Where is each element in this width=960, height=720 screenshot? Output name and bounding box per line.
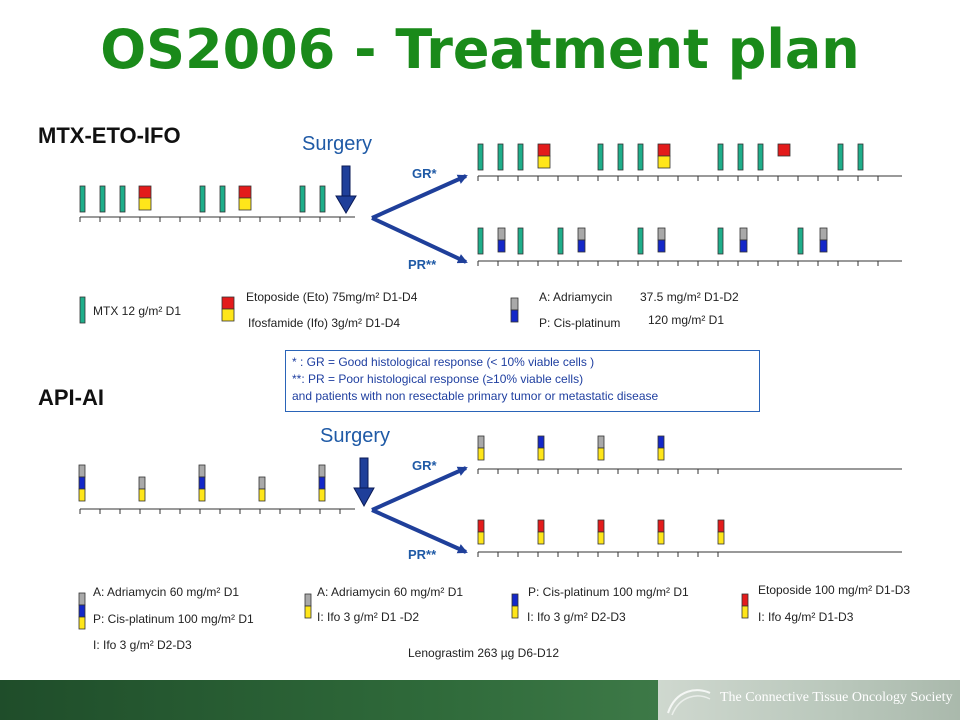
api-preop-timeline bbox=[78, 464, 355, 514]
mtx-gr-timeline bbox=[477, 143, 902, 181]
legend-mtx-text: MTX 12 g/m² D1 bbox=[93, 304, 182, 318]
response-definition-note: * : GR = Good histological response (< 1… bbox=[285, 350, 760, 412]
legend-adria-dose: 37.5 mg/m² D1-D2 bbox=[640, 290, 739, 304]
eto-block bbox=[238, 185, 252, 199]
legend-cis-dose: 120 mg/m² D1 bbox=[648, 313, 725, 327]
note-line-extra: and patients with non resectable primary… bbox=[292, 389, 659, 403]
mtx-gr-label: GR* bbox=[412, 166, 437, 181]
api-gr-timeline bbox=[477, 435, 902, 474]
legend-adria-text: A: Adriamycin bbox=[539, 290, 613, 304]
legend-eto-text: Etoposide (Eto) 75mg/m² D1-D4 bbox=[246, 290, 418, 304]
treatment-diagram bbox=[78, 143, 902, 630]
mtx-gr-arrow bbox=[371, 174, 468, 220]
legend-pi-p: P: Cis-platinum 100 mg/m² D1 bbox=[528, 585, 689, 599]
legend-api-a: A: Adriamycin 60 mg/m² D1 bbox=[93, 585, 240, 599]
legend-cis-swatch bbox=[510, 309, 519, 323]
legend-pi-i: I: Ifo 3 g/m² D2-D3 bbox=[527, 610, 626, 624]
api-surgery-label: Surgery bbox=[320, 425, 391, 447]
legend-ifo-text: Ifosfamide (Ifo) 3g/m² D1-D4 bbox=[248, 316, 401, 330]
api-pr-arrow bbox=[371, 508, 468, 554]
mtx-pr-timeline bbox=[477, 227, 902, 266]
mtx-section-title: MTX-ETO-IFO bbox=[38, 123, 181, 148]
mtx-legend-swatches bbox=[79, 296, 519, 324]
api-pr-timeline bbox=[477, 519, 902, 557]
footer-logo-panel bbox=[658, 680, 960, 720]
legend-api-i: I: Ifo 3 g/m² D2-D3 bbox=[93, 638, 192, 652]
legend-lenograstim: Lenograstim 263 µg D6-D12 bbox=[408, 646, 559, 660]
note-line-pr: **: PR = Poor histological response (≥10… bbox=[292, 372, 584, 386]
api-gr-arrow bbox=[371, 466, 468, 512]
mtx-block bbox=[119, 185, 126, 213]
society-logo-icon bbox=[667, 689, 711, 716]
legend-api-p: P: Cis-platinum 100 mg/m² D1 bbox=[93, 612, 254, 626]
api-pr-label: PR** bbox=[408, 547, 437, 562]
legend-eto-swatch bbox=[221, 296, 235, 310]
ifo-block bbox=[238, 197, 252, 211]
mtx-block bbox=[219, 185, 226, 213]
legend-mtx-swatch bbox=[79, 296, 86, 324]
mtx-block bbox=[199, 185, 206, 213]
mtx-block bbox=[299, 185, 306, 213]
api-gr-label: GR* bbox=[412, 458, 437, 473]
note-line-gr: * : GR = Good histological response (< 1… bbox=[292, 355, 595, 369]
api-legend-swatches bbox=[78, 592, 749, 630]
legend-ei-i: I: Ifo 4g/m² D1-D3 bbox=[758, 610, 854, 624]
mtx-surgery-label: Surgery bbox=[302, 133, 373, 155]
api-surgery-arrow bbox=[353, 457, 375, 508]
mtx-block bbox=[319, 185, 326, 213]
mtx-pr-label: PR** bbox=[408, 257, 437, 272]
mtx-block bbox=[99, 185, 106, 213]
legend-ai-i: I: Ifo 3 g/m² D1 -D2 bbox=[317, 610, 420, 624]
footer-society-name: The Connective Tissue Oncology Society bbox=[720, 690, 953, 705]
api-section-title: API-AI bbox=[38, 385, 104, 410]
legend-adria-swatch bbox=[510, 297, 519, 311]
mtx-preop-timeline bbox=[79, 185, 355, 222]
legend-ifo-swatch bbox=[221, 308, 235, 322]
eto-block bbox=[138, 185, 152, 199]
page-title: OS2006 - Treatment plan bbox=[100, 18, 860, 81]
legend-cis-text: P: Cis-platinum bbox=[539, 316, 621, 330]
mtx-surgery-arrow bbox=[335, 165, 357, 214]
legend-ai-a: A: Adriamycin 60 mg/m² D1 bbox=[317, 585, 464, 599]
mtx-pr-arrow bbox=[371, 216, 468, 264]
ifo-block bbox=[138, 197, 152, 211]
mtx-block bbox=[79, 185, 86, 213]
legend-ei-e: Etoposide 100 mg/m² D1-D3 bbox=[758, 583, 911, 597]
